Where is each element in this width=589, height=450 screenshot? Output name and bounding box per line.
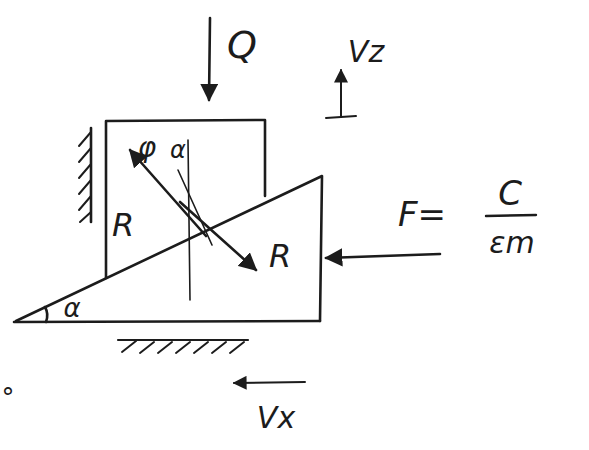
wall-hatch	[79, 132, 91, 222]
velocity-label: Vz	[348, 37, 384, 67]
ground-hatch	[122, 341, 244, 353]
block	[106, 120, 265, 278]
force-arrow	[326, 254, 440, 258]
load-arrow	[209, 18, 210, 100]
angle-label: α	[170, 138, 186, 162]
reaction-arrow	[180, 202, 256, 270]
angle-arc	[45, 307, 47, 322]
velocity-label: Vx	[257, 403, 295, 433]
force-label: R	[269, 240, 291, 272]
ground-line	[14, 321, 320, 322]
denominator: εm	[489, 228, 534, 258]
mark: °	[2, 385, 15, 411]
velocity-arrow	[340, 70, 342, 116]
velocity-arrow	[234, 382, 305, 383]
wedge	[16, 176, 322, 321]
velocity-base	[326, 116, 356, 118]
force-label: Q	[227, 26, 257, 64]
normal-line	[178, 170, 212, 245]
reaction-arrow	[130, 150, 206, 236]
fraction-bar	[486, 215, 536, 216]
force-label: R	[112, 209, 134, 241]
vertical-axis	[188, 140, 190, 300]
numerator: C	[498, 176, 522, 210]
angle-label: α	[63, 295, 80, 321]
wall	[90, 128, 93, 222]
angle-label: φ	[138, 134, 156, 162]
ground-surface	[118, 339, 248, 341]
force-label: F=	[398, 197, 446, 231]
